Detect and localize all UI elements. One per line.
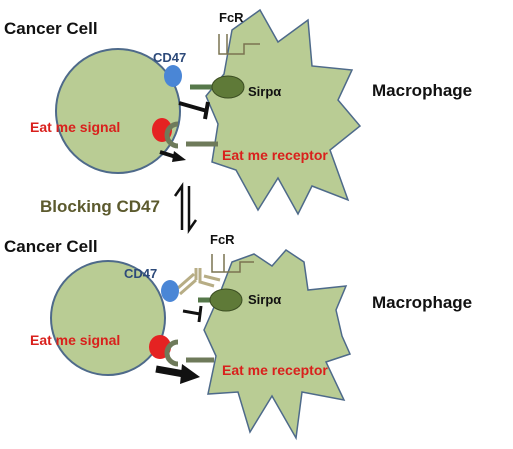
top-panel: Cancer Cell FcR CD47 Sirpα Macrophage Ea… (4, 8, 472, 216)
eat-receptor-label-bottom: Eat me receptor (222, 362, 328, 378)
activation-arrow-head-bottom (180, 364, 200, 384)
cancer-cell-label-top: Cancer Cell (4, 19, 98, 38)
macrophage-bottom (203, 249, 352, 441)
equilibrium-section: Blocking CD47 (40, 182, 198, 234)
cancer-cell-label-bottom: Cancer Cell (4, 237, 98, 256)
sirpa-protein-top (211, 75, 245, 99)
sirpa-protein-bottom (209, 288, 243, 312)
cancer-cell-bottom (50, 260, 166, 376)
macrophage-label-bottom: Macrophage (372, 293, 472, 312)
eat-signal-label-bottom: Eat me signal (30, 332, 120, 348)
sirpa-label-bottom: Sirpα (248, 292, 281, 307)
cd47-protein-bottom (161, 280, 179, 302)
bottom-panel: Cancer Cell FcR CD47 Sirpα Macrophage Ea… (4, 232, 472, 441)
cd47-label-top: CD47 (153, 50, 186, 65)
cd47-protein-top (164, 65, 182, 87)
eat-receptor-label-top: Eat me receptor (222, 147, 328, 163)
inhibition-symbol-bottom (182, 305, 203, 323)
blocking-cd47-label: Blocking CD47 (40, 197, 160, 216)
anti-cd47-antibody (177, 268, 221, 296)
fcr-receptor-bottom (211, 254, 254, 273)
activation-arrow-head-top (172, 151, 186, 162)
cancer-cell-top (55, 48, 181, 174)
equilibrium-arrow-down (187, 186, 198, 234)
receptor-cup-bottom (164, 339, 179, 367)
receptor-cup-top (164, 121, 179, 149)
macrophage-top (205, 8, 362, 216)
cd47-label-bottom: CD47 (124, 266, 157, 281)
sirpa-label-top: Sirpα (248, 84, 281, 99)
inhibition-symbol-top (178, 101, 210, 120)
fcr-label-bottom: FcR (210, 232, 235, 247)
fcr-label-top: FcR (219, 10, 244, 25)
eat-signal-label-top: Eat me signal (30, 119, 120, 135)
activation-arrow-shaft-bottom (155, 365, 185, 378)
equilibrium-arrow-up (173, 182, 184, 230)
macrophage-label-top: Macrophage (372, 81, 472, 100)
fcr-receptor-top (218, 34, 260, 55)
